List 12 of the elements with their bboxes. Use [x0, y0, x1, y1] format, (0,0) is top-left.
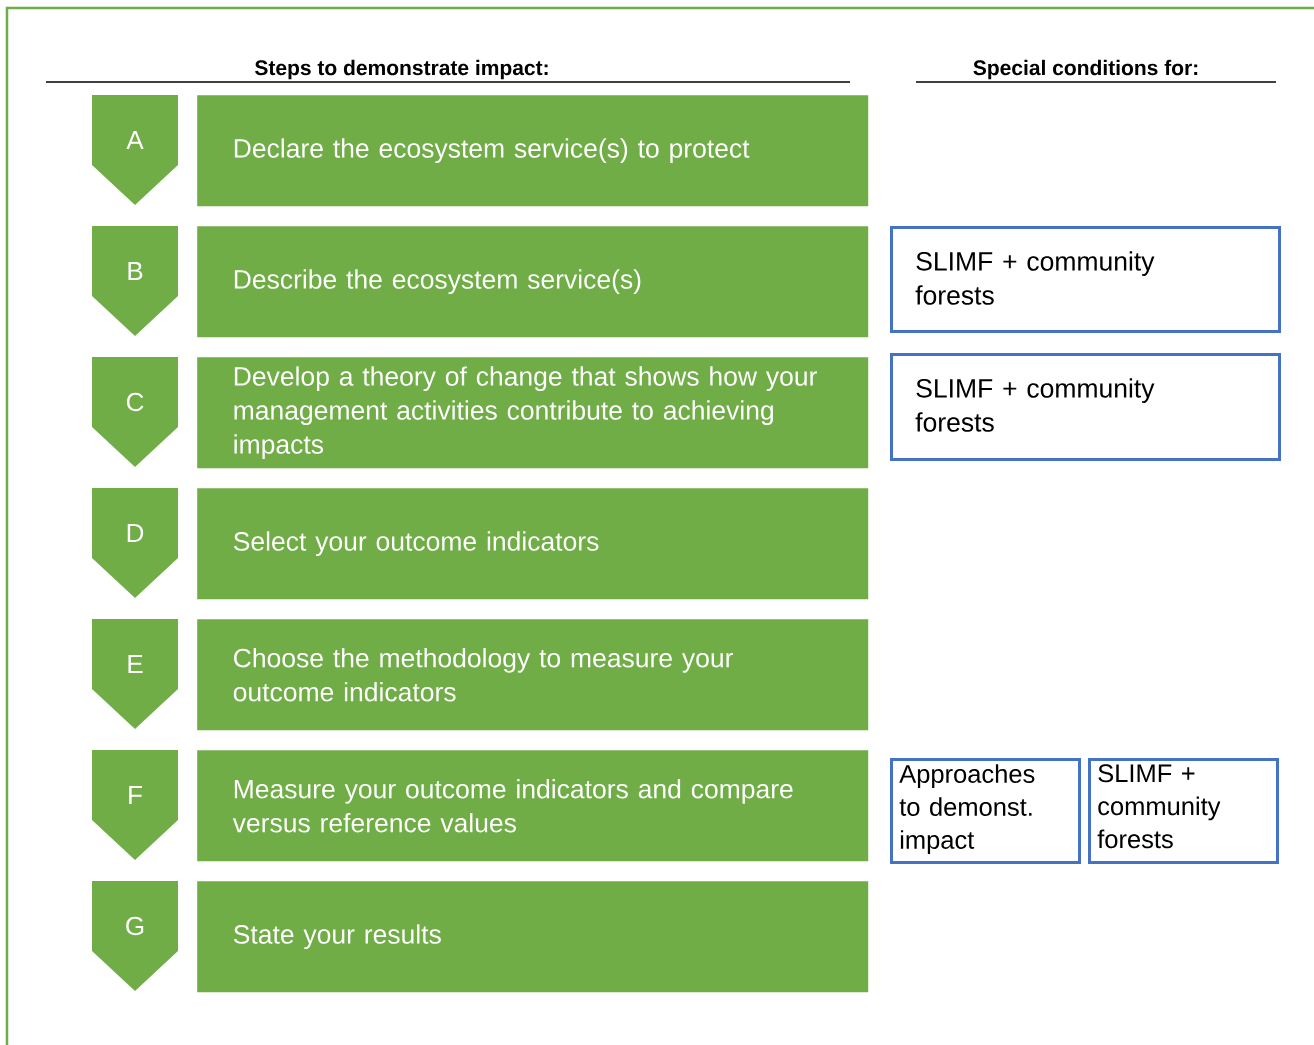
condition-box: SLIMF + community forests	[890, 226, 1281, 333]
step-box: Develop a theory of change that shows how your management activities contribute to achieving impacts	[197, 357, 869, 469]
step-box: Declare the ecosystem service(s) to protect	[197, 95, 869, 207]
step-box: State your results	[197, 881, 869, 993]
step-box: Choose the methodology to measure your outcome indicators	[197, 619, 869, 731]
step-box: Select your outcome indicators	[197, 488, 869, 600]
condition-box: SLIMF + community forests	[890, 353, 1281, 461]
step-box: Measure your outcome indicators and compare versus reference values	[197, 750, 869, 862]
step-box: Describe the ecosystem service(s)	[197, 226, 869, 338]
condition-box: Approaches to demonst. impact	[890, 758, 1081, 864]
column-heading: Special conditions for:	[973, 59, 1198, 80]
condition-box: SLIMF + community forests	[1088, 758, 1279, 864]
